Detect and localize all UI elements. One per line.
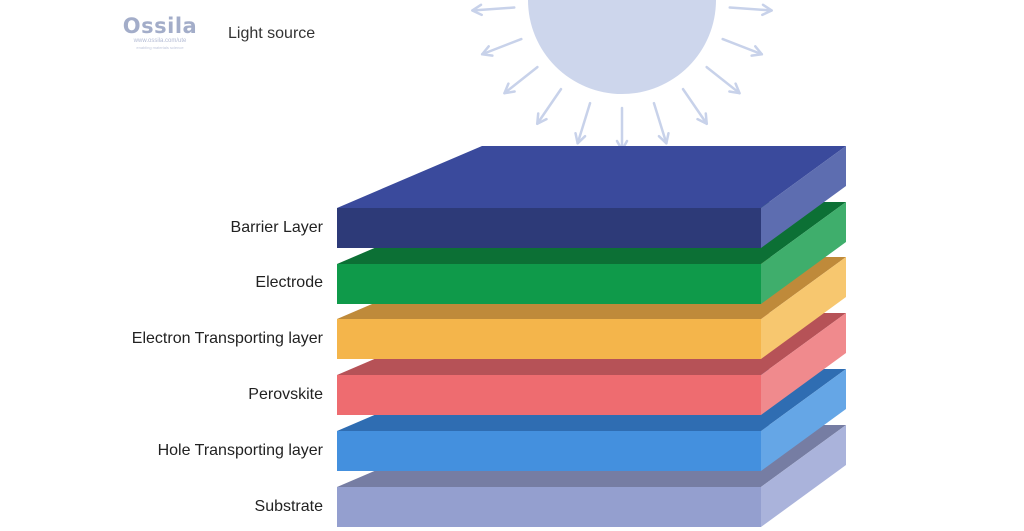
light-ray-arrow — [536, 87, 563, 126]
light-ray-arrow — [503, 65, 539, 95]
layer-front-face — [337, 319, 761, 359]
layer-side-face — [761, 202, 846, 304]
layer-side-face — [761, 257, 846, 359]
layer-label-perovskite: Perovskite — [248, 386, 323, 403]
light-ray-arrow — [728, 3, 773, 17]
layer-label-electron-transport: Electron Transporting layer — [131, 330, 323, 347]
layer-label-barrier: Barrier Layer — [230, 219, 323, 236]
layer-front-face — [337, 375, 761, 415]
logo-name: Ossila — [122, 14, 198, 38]
layer-label-hole-transport: Hole Transporting layer — [157, 442, 323, 459]
light-ray-arrow — [721, 37, 764, 57]
layer-front-face — [337, 487, 761, 527]
sun-icon — [528, 0, 716, 94]
logo-tagline: enabling materials science — [136, 45, 184, 50]
layer-label-substrate: Substrate — [254, 498, 323, 515]
layer-front-face — [337, 431, 761, 471]
ossila-logo: Ossila www.ossila.com/ute enabling mater… — [118, 14, 202, 50]
light-ray-arrow — [615, 106, 629, 152]
layer-side-face — [761, 425, 846, 527]
light-ray-arrow — [652, 101, 670, 145]
light-ray-arrow — [681, 87, 708, 126]
layer-top-face — [337, 146, 846, 208]
light-ray-arrow — [705, 65, 741, 95]
light-source-label: Light source — [228, 25, 316, 42]
logo-url: www.ossila.com/ute — [133, 38, 187, 44]
light-ray-arrow — [574, 101, 592, 145]
layer-side-face — [761, 369, 846, 471]
light-ray-arrow — [471, 3, 516, 17]
layer-front-face — [337, 208, 761, 248]
layer-side-face — [761, 313, 846, 415]
layer-front-face — [337, 264, 761, 304]
light-ray-arrow — [480, 37, 523, 57]
layer-side-face — [761, 146, 846, 248]
layer-barrier — [337, 146, 846, 248]
layer-label-electrode: Electrode — [255, 274, 323, 291]
light-rays — [471, 3, 773, 152]
layer-stack — [337, 146, 846, 527]
